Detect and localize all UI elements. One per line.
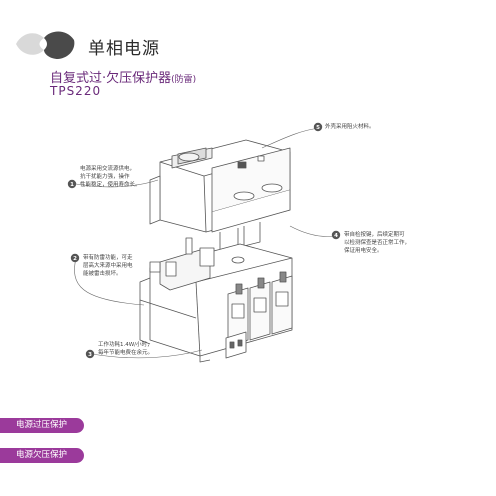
callout-2-text: 带有防雷功能，可走 层高大来源中采用电 能被雷击损坏。 xyxy=(83,255,133,277)
callout-number: 4 xyxy=(334,233,338,239)
tag-undervoltage: 电源欠压保护 xyxy=(0,448,84,463)
page-title: 单相电源 xyxy=(88,39,160,59)
callout-4-text: 带自检按键，后续定期可 以检测保查是否正常工作， 保证用电安全。 xyxy=(344,232,411,254)
callout-number: 2 xyxy=(73,256,77,262)
callout-badge xyxy=(70,253,80,263)
model-number: TPS220 xyxy=(50,84,102,98)
callout-badge xyxy=(67,179,77,189)
callout-3-text: 工作功耗1.4W/小时， 每年节能电费在余元。 xyxy=(98,342,154,356)
tag-overvoltage: 电源过压保护 xyxy=(0,418,84,433)
callout-badge xyxy=(85,349,95,359)
product-subtitle: 自复式过·欠压保护器(防雷) xyxy=(50,71,197,86)
callout-number: 1 xyxy=(70,182,74,188)
callout-badges xyxy=(67,122,341,359)
brand-logo xyxy=(16,31,75,59)
callout-number: 5 xyxy=(316,125,320,131)
callout-badge xyxy=(313,122,323,132)
callout-badge xyxy=(331,230,341,240)
callout-1-text: 电源采用交流源供电， 抗干扰能力强，操作 性能稳定，使用寿命长。 xyxy=(80,166,141,188)
callout-5-text: 外壳采用阻火材料。 xyxy=(325,124,375,130)
callout-number: 3 xyxy=(88,352,92,358)
